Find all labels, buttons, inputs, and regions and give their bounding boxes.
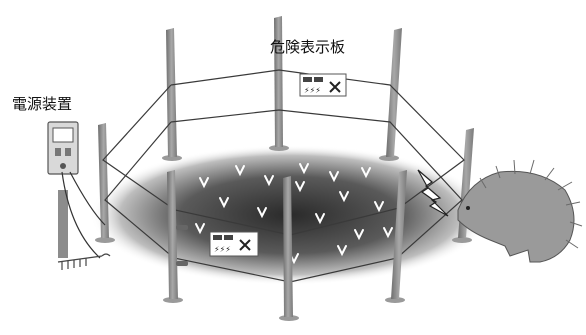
crop-sprouts — [195, 163, 393, 265]
post-bases — [95, 145, 472, 321]
warning-sign-back: ⚡⚡⚡ — [299, 73, 347, 97]
wild-animal-porcupine — [457, 159, 583, 263]
warning-sign-label: 危険表示板 — [270, 38, 346, 56]
power-supply-unit — [47, 121, 106, 259]
front-posts — [167, 170, 407, 317]
svg-text:⚡⚡⚡: ⚡⚡⚡ — [214, 245, 231, 254]
ground-rod — [57, 253, 111, 270]
wire-insulators — [176, 225, 188, 266]
warning-sign-front: ⚡⚡⚡ — [209, 231, 259, 257]
power-unit-label: 電源装置 — [12, 95, 73, 113]
shock-spark-icon — [417, 169, 449, 217]
svg-text:⚡⚡⚡: ⚡⚡⚡ — [304, 86, 321, 95]
